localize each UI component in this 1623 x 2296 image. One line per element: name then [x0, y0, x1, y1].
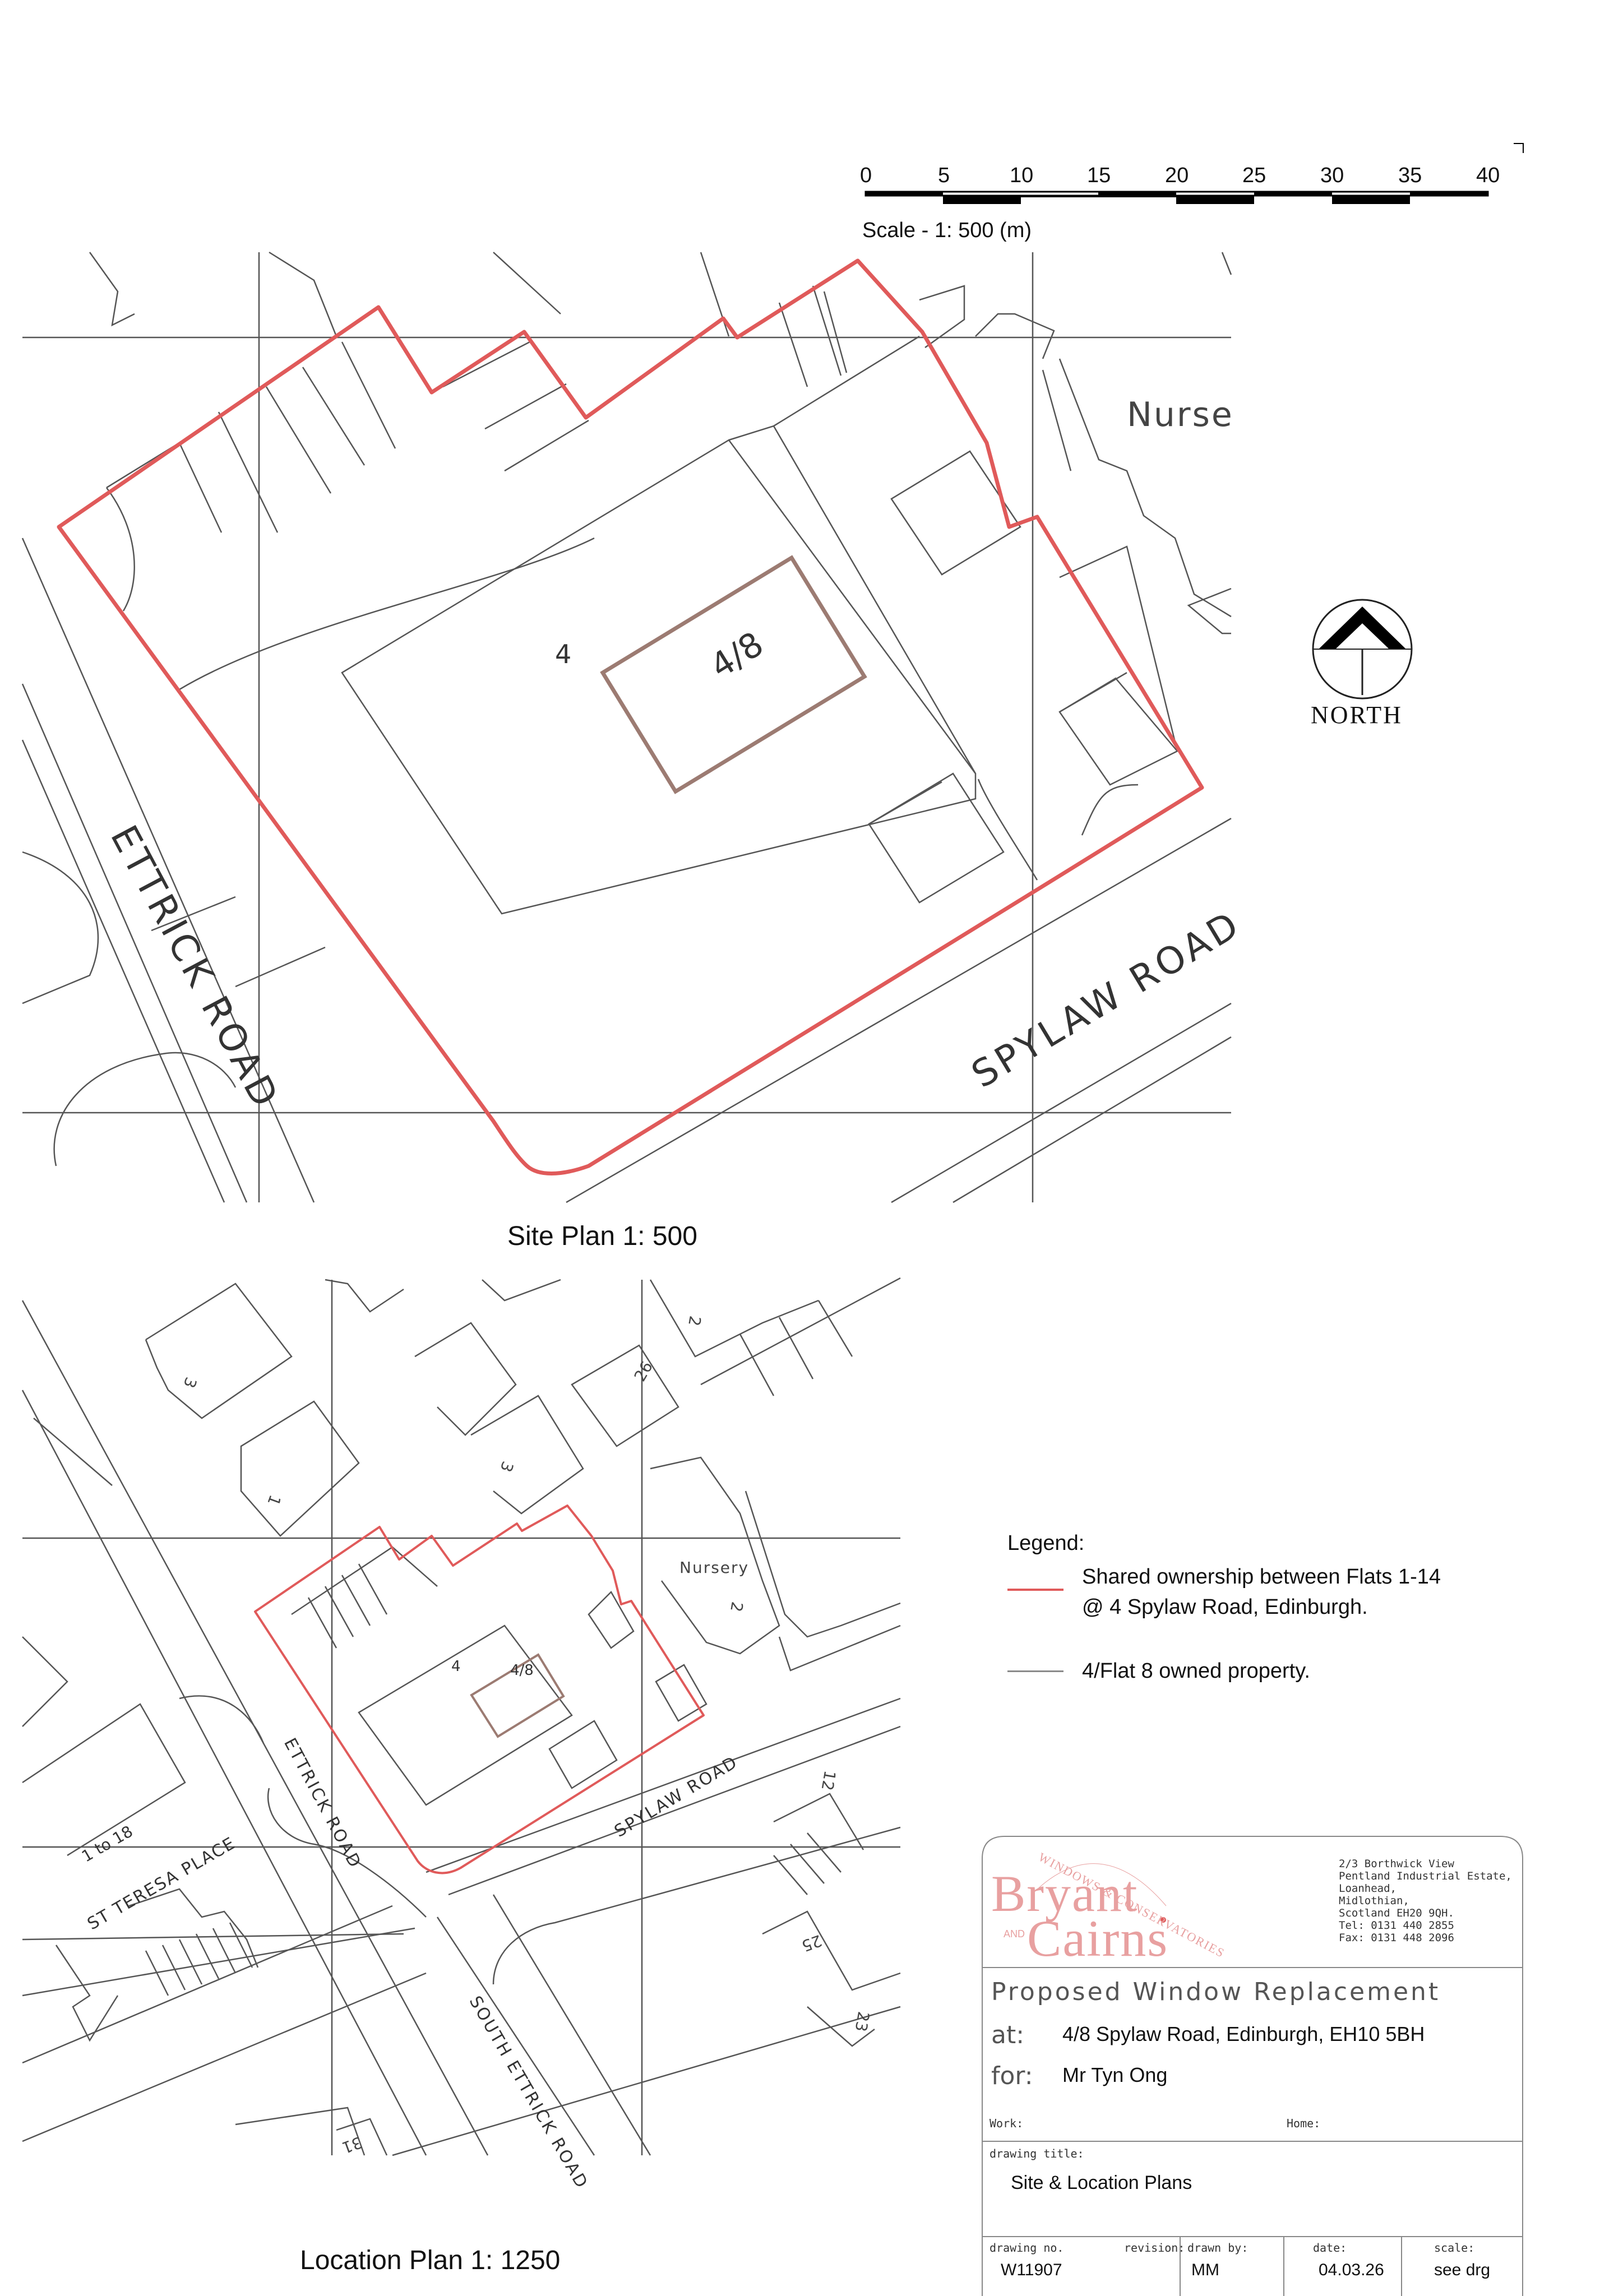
legend-item-flat: 4/Flat 8 owned property. [1082, 1659, 1310, 1683]
scale-tick-label: 30 [1320, 164, 1344, 187]
address-line: Midlothian, [1339, 1895, 1409, 1907]
drawing-title: Site & Location Plans [1011, 2172, 1192, 2193]
legend-swatch-ownership [1007, 1589, 1063, 1591]
scale-tick-label: 10 [1010, 164, 1034, 187]
scale-tick-label: 15 [1087, 164, 1111, 187]
scale-tick-label: 40 [1476, 164, 1500, 187]
site-address: 4/8 Spylaw Road, Edinburgh, EH10 5BH [1062, 2022, 1425, 2045]
flat-boundary [600, 555, 867, 794]
site-plan-drawing [21, 251, 1232, 1203]
address-line: Tel: 0131 440 2855 [1339, 1919, 1454, 1932]
site-plan-caption: Site Plan 1: 500 [507, 1221, 697, 1251]
drawing-title-label: drawing title: [989, 2147, 1084, 2160]
location-nursery-label: Nursery [679, 1558, 750, 1577]
logo-word-bryant: Bryant [991, 1865, 1139, 1922]
home-label: Home: [1287, 2117, 1321, 2130]
logo-word-cairns: Cairns [1027, 1910, 1169, 1967]
address-line: Fax: 0131 448 2096 [1339, 1932, 1454, 1944]
ownership-boundary [57, 258, 1204, 1175]
location-flat-label: 4/8 [510, 1662, 534, 1679]
drawn-by: MM [1191, 2261, 1219, 2279]
address-line: Pentland Industrial Estate, [1339, 1870, 1512, 1882]
scale-tick-label: 20 [1165, 164, 1189, 187]
legend-item-ownership-line1: Shared ownership between Flats 1-14 [1082, 1565, 1441, 1589]
scale-tick-label: 25 [1242, 164, 1266, 187]
address-line: Loanhead, [1339, 1882, 1397, 1895]
scale-tick-label: 0 [860, 164, 872, 187]
at-label: at: [991, 2021, 1025, 2049]
north-label: NORTH [1311, 701, 1403, 729]
work-label: Work: [989, 2117, 1024, 2130]
address-line: Scotland EH20 9QH. [1339, 1907, 1454, 1919]
client-name: Mr Tyn Ong [1062, 2063, 1168, 2086]
date-label: date: [1313, 2241, 1347, 2255]
scale-label: Scale - 1: 500 (m) [862, 219, 1032, 242]
drawing-no-label: drawing no. [989, 2241, 1064, 2255]
legend-swatch-flat [1007, 1670, 1063, 1672]
scale-label-title: scale: [1434, 2241, 1475, 2255]
for-label: for: [991, 2062, 1033, 2090]
scale-tick-label: 35 [1398, 164, 1422, 187]
scale-tick-label: 5 [938, 164, 950, 187]
location-plan-caption: Location Plan 1: 1250 [300, 2246, 561, 2275]
location-ownership-boundary [254, 1505, 705, 1874]
drawn-by-label: drawn by: [1187, 2241, 1249, 2255]
drawing-no: W11907 [1001, 2261, 1062, 2279]
north-arrow-icon [1312, 599, 1413, 700]
address-line: 2/3 Borthwick View [1339, 1858, 1454, 1870]
date-value: 04.03.26 [1319, 2261, 1384, 2279]
scale-bar-graphic [864, 143, 1524, 204]
logo-and: AND [1004, 1928, 1025, 1939]
legend-item-ownership-line2: @ 4 Spylaw Road, Edinburgh. [1082, 1595, 1368, 1619]
location-building-number: 4 [451, 1658, 461, 1675]
site-nursery-label: Nurse [1127, 395, 1234, 434]
scale-value: see drg [1434, 2261, 1491, 2279]
project-title: Proposed Window Replacement [991, 1978, 1441, 2006]
company-address: 2/3 Borthwick View Pentland Industrial E… [1339, 1858, 1512, 1944]
site-building-number: 4 [555, 639, 572, 669]
location-flat-boundary [470, 1653, 565, 1738]
legend-title: Legend: [1007, 1531, 1085, 1555]
revision-label: revision: [1124, 2241, 1185, 2255]
